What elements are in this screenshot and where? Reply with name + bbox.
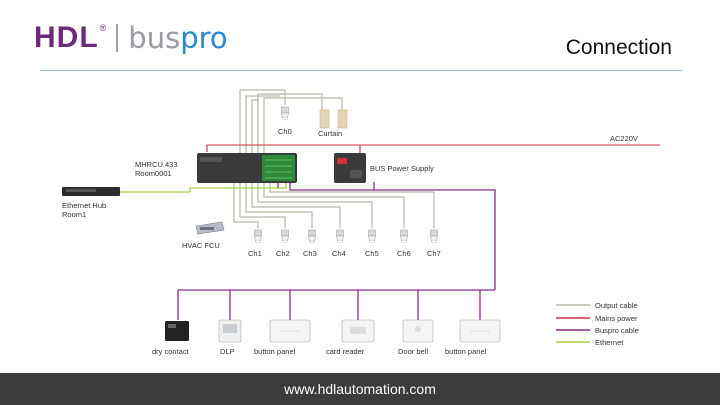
ch1-label: Ch1 — [248, 249, 262, 258]
button-panel-device-2 — [459, 319, 501, 343]
ch2-label: Ch2 — [276, 249, 290, 258]
ch4-label: Ch4 — [332, 249, 346, 258]
connection-diagram: Ethernet Hub Room1 MHRCU.433 Room0001 BU… — [62, 89, 660, 356]
mains-power-lines — [206, 144, 660, 153]
buspro-lines — [177, 182, 496, 320]
output-cables-top — [239, 89, 343, 155]
ch2-lamp-icon — [281, 229, 289, 243]
ch7-lamp-icon — [430, 229, 438, 243]
hub-label-2: Room1 — [62, 210, 86, 219]
logo-pro-text: pro — [180, 21, 228, 55]
controller-label-1: MHRCU.433 — [135, 160, 178, 169]
legend-label-ethernet: Ethernet — [595, 338, 624, 347]
panel-label-button-panel-1: button panel — [254, 347, 296, 356]
door-bell-device — [402, 319, 434, 343]
footer-bar: www.hdlautomation.com — [0, 373, 720, 405]
power-supply-label: BUS Power Supply — [370, 164, 434, 173]
dry-contact-device — [165, 321, 189, 341]
legend-label-buspro-cable: Buspro cable — [595, 326, 639, 335]
logo-registered-mark: ® — [99, 23, 107, 33]
hvac-label: HVAC FCU — [182, 241, 220, 250]
logo-separator — [116, 24, 119, 52]
hub-label-1: Ethernet Hub — [62, 201, 106, 210]
ethernet-lines — [120, 176, 287, 193]
ch5-label: Ch5 — [365, 249, 379, 258]
card-reader-device — [341, 319, 375, 343]
ch6-label: Ch6 — [397, 249, 411, 258]
hvac-fcu-device — [195, 221, 225, 235]
panel-label-door-bell: Door bell — [398, 347, 428, 356]
panel-label-button-panel-2: button panel — [445, 347, 487, 356]
logo-hdl-text: HDL — [34, 21, 99, 54]
panel-label-card-reader: card reader — [326, 347, 365, 356]
footer-url: www.hdlautomation.com — [284, 381, 436, 397]
panel-label-dlp: DLP — [220, 347, 235, 356]
mains-label: AC220V — [610, 134, 638, 143]
logo-bus-text: bus — [128, 21, 181, 55]
bus-power-supply-device — [334, 153, 366, 183]
legend-label-output-cable: Output cable — [595, 301, 638, 310]
panel-label-dry-contact: dry contact — [152, 347, 190, 356]
slide-title: Connection — [565, 36, 672, 59]
ch6-lamp-icon — [400, 229, 408, 243]
button-panel-device-1 — [269, 319, 311, 343]
curtain-label: Curtain — [318, 129, 342, 138]
ch4-lamp-icon — [336, 229, 344, 243]
ch3-label: Ch3 — [303, 249, 317, 258]
dlp-panel-device — [218, 319, 242, 343]
title-divider — [40, 70, 682, 71]
ch7-label: Ch7 — [427, 249, 441, 258]
ch1-lamp-icon — [254, 229, 262, 243]
ch0-label: Ch0 — [278, 127, 292, 136]
relay-controller-device — [197, 153, 297, 183]
legend-label-mains-power: Mains power — [595, 314, 638, 323]
ethernet-hub-device — [62, 187, 120, 196]
ch0-lamp-icon — [281, 106, 289, 120]
legend: Output cable Mains power Buspro cable Et… — [556, 301, 639, 347]
curtain-icon — [319, 109, 348, 129]
controller-label-2: Room0001 — [135, 169, 172, 178]
ch3-lamp-icon — [308, 229, 316, 243]
ch5-lamp-icon — [368, 229, 376, 243]
